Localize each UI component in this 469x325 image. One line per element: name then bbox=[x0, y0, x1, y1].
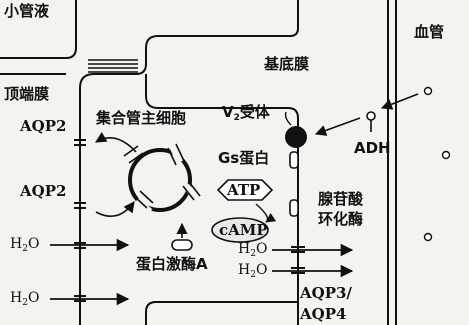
protein-kinase-a-label: 蛋白激酶A bbox=[136, 256, 208, 272]
adh-label: ADH bbox=[354, 140, 391, 156]
blood-vessel-wall bbox=[388, 0, 396, 325]
blood-molecule bbox=[425, 234, 432, 241]
water-label: H2O bbox=[10, 236, 39, 257]
blood-molecule bbox=[425, 88, 432, 95]
tight-junction bbox=[88, 60, 138, 72]
exocytosis-arrow bbox=[96, 138, 136, 152]
pka-shape bbox=[172, 240, 192, 250]
aqp2-label-upper: AQP2 bbox=[20, 118, 66, 134]
water-label: H2O bbox=[238, 241, 267, 262]
atp-to-camp-arrow bbox=[256, 204, 268, 222]
aqp34-label-line2: AQP4 bbox=[300, 306, 346, 322]
gs-protein-label: Gs蛋白 bbox=[218, 150, 269, 166]
endocytosis-arrow bbox=[96, 202, 134, 216]
adenylyl-cyclase bbox=[290, 200, 298, 216]
aqp34-label-line1: AQP3/ bbox=[300, 285, 352, 301]
apical-membrane-label: 顶端膜 bbox=[4, 86, 49, 102]
water-label: H2O bbox=[238, 262, 267, 283]
adenylyl-cyclase-label-line1: 腺苷酸 bbox=[318, 191, 363, 207]
neighbor-cell-outline bbox=[146, 302, 298, 325]
v2-receptor-link bbox=[286, 112, 291, 125]
aqp2-label-lower: AQP2 bbox=[20, 183, 66, 199]
blood-vessel-label: 血管 bbox=[414, 24, 444, 40]
adh-molecule bbox=[367, 112, 375, 120]
v2-receptor bbox=[285, 126, 307, 148]
blood-molecule bbox=[443, 152, 450, 159]
v2-receptor-label: V2受体 bbox=[222, 104, 270, 126]
camp-label: cAMP bbox=[219, 222, 268, 238]
basolateral-membrane-label: 基底膜 bbox=[264, 56, 309, 72]
principal-cell-label: 集合管主细胞 bbox=[96, 110, 186, 126]
adenylyl-cyclase-label-line2: 环化酶 bbox=[318, 211, 363, 227]
tubular-fluid-label: 小管液 bbox=[4, 3, 49, 19]
gs-protein bbox=[290, 152, 298, 168]
water-label: H2O bbox=[10, 290, 39, 311]
atp-label: ATP bbox=[227, 182, 260, 198]
aqp2-vesicle bbox=[124, 144, 200, 212]
adh-binding-arrow bbox=[316, 118, 360, 134]
